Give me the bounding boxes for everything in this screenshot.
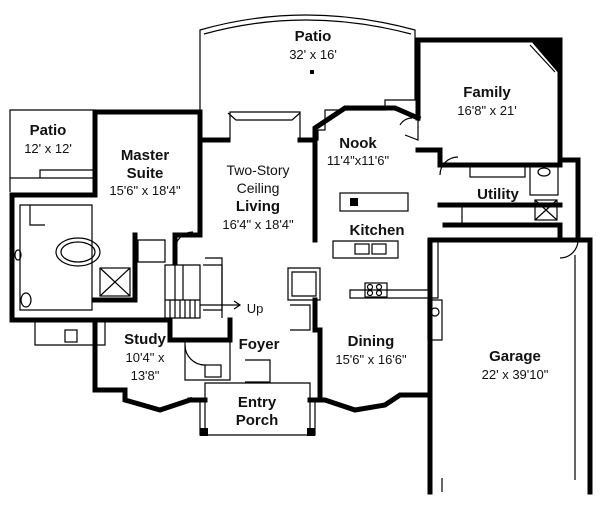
living-dims: 16'4" x 18'4"	[222, 217, 294, 232]
closet-details	[34, 231, 194, 346]
label-living: Two-Story Ceiling Living 16'4" x 18'4"	[222, 162, 294, 232]
master-bath-fixtures	[14, 204, 131, 311]
dining-dims: 15'6" x 16'6"	[335, 352, 407, 367]
utility-fixtures	[439, 156, 559, 225]
nook-dims: 11'4"x11'6"	[327, 153, 390, 168]
patio-left-dims: 12' x 12'	[24, 141, 72, 156]
entry-name-line2: Porch	[236, 412, 279, 429]
label-family: Family 16'8" x 21'	[457, 84, 516, 118]
patio-top-name: Patio	[295, 28, 332, 45]
garage-dims: 22' x 39'10"	[482, 367, 549, 382]
master-dims: 15'6" x 18'4"	[109, 183, 181, 198]
label-dining: Dining 15'6" x 16'6"	[335, 333, 407, 367]
label-patio-top: Patio 32' x 16'	[289, 28, 337, 62]
family-name: Family	[463, 84, 511, 101]
label-study: Study 10'4" x 13'8"	[124, 331, 166, 383]
study-dims-line1: 10'4" x	[126, 350, 165, 365]
label-entry-porch: Entry Porch	[236, 394, 279, 429]
kitchen-counters	[332, 192, 439, 299]
label-master-suite: Master Suite 15'6" x 18'4"	[109, 147, 181, 198]
living-name: Living	[236, 198, 280, 215]
kitchen-name: Kitchen	[349, 222, 404, 239]
label-nook: Nook 11'4"x11'6"	[327, 135, 390, 168]
patio-top-dims: 32' x 16'	[289, 47, 337, 62]
living-note-line1: Two-Story	[226, 162, 289, 178]
fireplace	[529, 40, 560, 75]
master-name-line2: Suite	[127, 165, 164, 182]
entry-porch	[199, 382, 316, 436]
dining-name: Dining	[348, 333, 395, 350]
stairs	[164, 257, 242, 319]
living-note-line2: Ceiling	[237, 180, 280, 196]
study-dims-line2: 13'8"	[131, 368, 160, 383]
foyer-name: Foyer	[239, 336, 280, 353]
hall-closet	[287, 267, 321, 331]
entry-name-line1: Entry	[238, 394, 277, 411]
garage-details	[427, 239, 579, 492]
family-dims: 16'8" x 21'	[457, 103, 516, 118]
label-patio-left: Patio 12' x 12'	[24, 122, 72, 156]
patio-left-name: Patio	[30, 122, 67, 139]
stair-up-label: Up	[247, 301, 264, 316]
nook-name: Nook	[339, 135, 377, 152]
label-garage: Garage 22' x 39'10"	[482, 348, 549, 382]
utility-name: Utility	[477, 186, 519, 203]
master-name-line1: Master	[121, 147, 170, 164]
study-name: Study	[124, 331, 166, 348]
foyer-details	[184, 339, 271, 383]
garage-name: Garage	[489, 348, 541, 365]
nook-door	[394, 107, 419, 141]
